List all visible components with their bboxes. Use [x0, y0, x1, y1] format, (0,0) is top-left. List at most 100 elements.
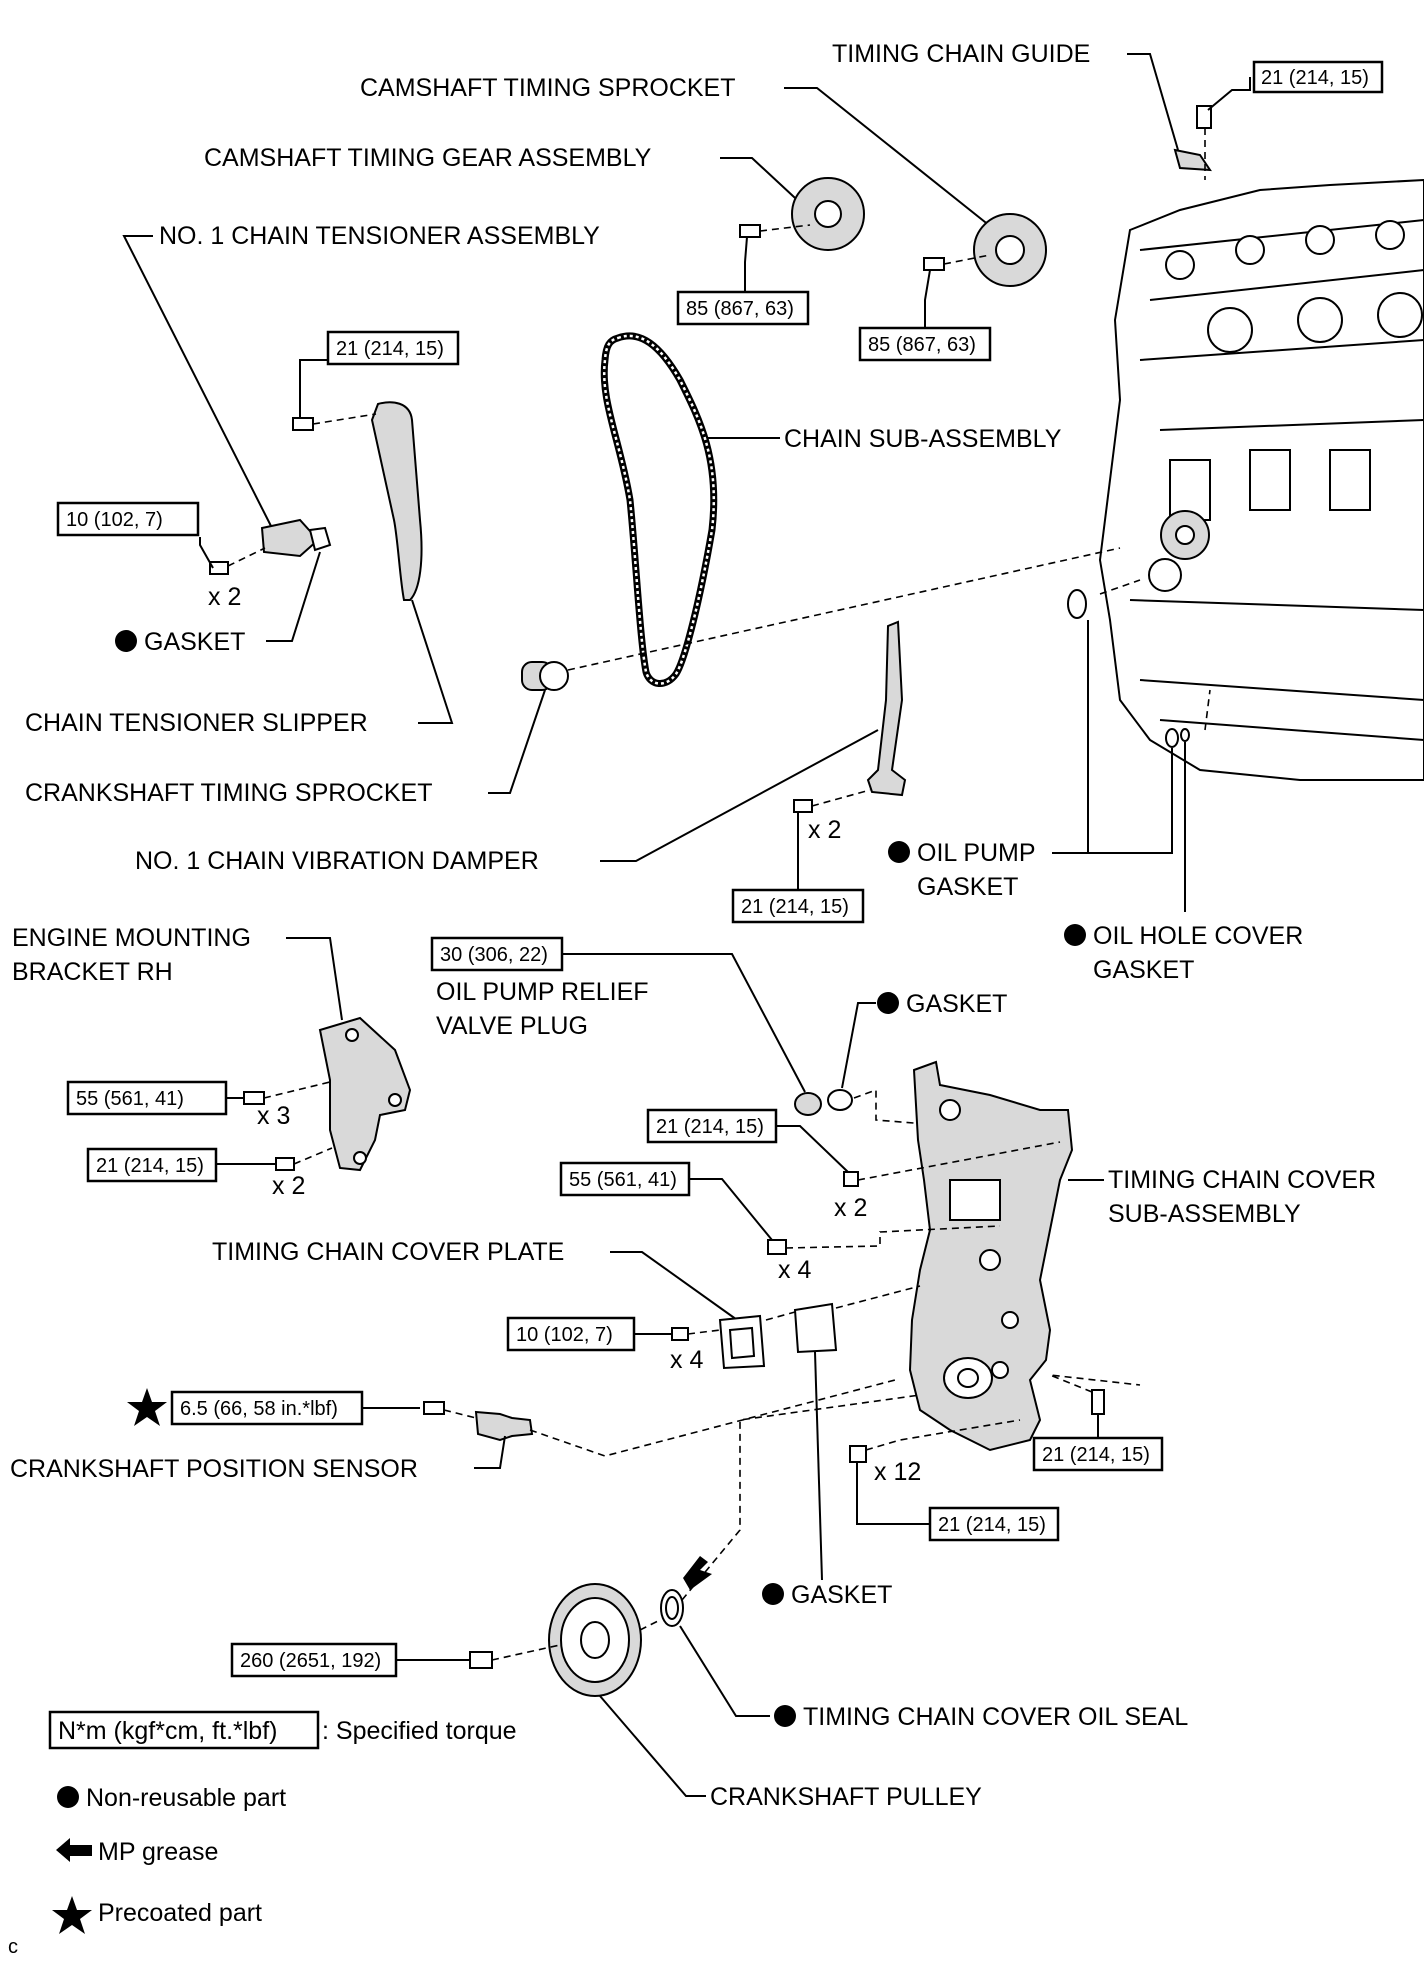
label-timing-chain-cover-oil-seal: TIMING CHAIN COVER OIL SEAL: [803, 1703, 1188, 1731]
torque-box-cover-x12: [928, 1506, 1060, 1542]
torque-gear-assembly: 85 (867, 63): [686, 298, 794, 320]
chain-group: CHAIN SUB-ASSEMBLY: [600, 332, 1062, 687]
chain-sub-assembly: [600, 332, 718, 687]
camshaft-sprocket-group: CAMSHAFT TIMING SPROCKET 85 (867, 63): [360, 74, 1047, 362]
bolt: [423, 1401, 445, 1415]
torque-box-cover-right: [1032, 1436, 1164, 1472]
torque-slipper: 21 (214, 15): [336, 338, 444, 360]
legend-non-reusable: Non-reusable part: [86, 1784, 286, 1812]
sensor-group: 6.5 (66, 58 in.*lbf) CRANKSHAFT POSITION…: [10, 1379, 896, 1483]
label-oil-hole-cover-gasket-2: GASKET: [1093, 956, 1194, 984]
label-crankshaft-pulley: CRANKSHAFT PULLEY: [710, 1783, 982, 1811]
legend-precoated: Precoated part: [98, 1899, 262, 1927]
legend: N*m (kgf*cm, ft.*lbf) : Specified torque…: [8, 1710, 517, 1958]
crank-sprocket-group: CRANKSHAFT TIMING SPROCKET: [25, 547, 1121, 807]
pulley-group: 260 (2651, 192) TIMING CHAIN COVER OIL S…: [230, 1394, 1188, 1811]
torque-box-bracket-lower: [86, 1147, 218, 1183]
non-reusable-marker: [115, 630, 137, 652]
bolt: [923, 257, 945, 271]
bolt: [671, 1327, 689, 1341]
torque-bracket-upper: 55 (561, 41): [76, 1088, 184, 1110]
count-cover-upper: x 2: [834, 1194, 867, 1222]
label-timing-chain-cover-2: SUB-ASSEMBLY: [1108, 1200, 1301, 1228]
corner-mark: c: [8, 1936, 18, 1958]
cover-plate-group: TIMING CHAIN COVER PLATE 10 (102, 7) x 4: [212, 1238, 921, 1374]
gasket-tensioner-part: [308, 526, 332, 552]
label-camshaft-timing-gear-assembly: CAMSHAFT TIMING GEAR ASSEMBLY: [204, 144, 652, 172]
non-reusable-marker: [877, 992, 899, 1014]
tensioner-group: NO. 1 CHAIN TENSIONER ASSEMBLY 10 (102, …: [25, 222, 600, 737]
bolt: [793, 799, 813, 813]
torque-pulley: 260 (2651, 192): [240, 1650, 381, 1672]
label-gasket-plate: GASKET: [791, 1581, 892, 1609]
torque-box-guide: [1252, 60, 1384, 94]
torque-box-relief-plug: [430, 936, 564, 972]
non-reusable-marker: [762, 1583, 784, 1605]
label-timing-chain-guide: TIMING CHAIN GUIDE: [832, 40, 1090, 68]
label-engine-mounting-bracket-1: ENGINE MOUNTING: [12, 924, 251, 952]
torque-cover-x12: 21 (214, 15): [938, 1514, 1046, 1536]
torque-cover-upper: 21 (214, 15): [656, 1116, 764, 1138]
legend-mp-grease: MP grease: [98, 1838, 218, 1866]
bracket-group: ENGINE MOUNTING BRACKET RH 55 (561, 41) …: [12, 924, 412, 1200]
label-gasket-plug: GASKET: [906, 990, 1007, 1018]
torque-bracket-lower: 21 (214, 15): [96, 1155, 204, 1177]
torque-relief-plug: 30 (306, 22): [440, 944, 548, 966]
bolt: [1196, 105, 1212, 129]
torque-guide: 21 (214, 15): [1261, 67, 1369, 89]
label-camshaft-timing-sprocket: CAMSHAFT TIMING SPROCKET: [360, 74, 736, 102]
bolt: [1091, 1389, 1105, 1415]
torque-box-tensioner: [56, 501, 200, 537]
torque-cover-right: 21 (214, 15): [1042, 1444, 1150, 1466]
engine-block: [1098, 178, 1424, 781]
torque-box-damper: [731, 888, 865, 924]
legend-mp-grease-icon: [56, 1838, 92, 1862]
bolt: [843, 1171, 859, 1187]
gasket-plate-part: [793, 1302, 838, 1354]
torque-cover-mid: 55 (561, 41): [569, 1169, 677, 1191]
oil-hole-cover-gasket-b: [1180, 728, 1190, 742]
oil-pump-relief-valve-plug: [794, 1092, 822, 1116]
torque-box-slipper: [326, 330, 460, 366]
label-gasket-tensioner: GASKET: [144, 628, 245, 656]
label-crankshaft-timing-sprocket: CRANKSHAFT TIMING SPROCKET: [25, 779, 432, 807]
non-reusable-marker: [774, 1705, 796, 1727]
count-damper: x 2: [808, 816, 841, 844]
torque-sprocket: 85 (867, 63): [868, 334, 976, 356]
label-crankshaft-position-sensor: CRANKSHAFT POSITION SENSOR: [10, 1455, 418, 1483]
gasket-plug-part: [827, 1089, 853, 1111]
count-plate: x 4: [670, 1346, 703, 1374]
camshaft-gear-group: CAMSHAFT TIMING GEAR ASSEMBLY 85 (867, 6…: [204, 144, 865, 326]
torque-box-plate: [506, 1316, 636, 1352]
torque-box-sprocket: [858, 326, 992, 362]
label-no1-chain-tensioner-assembly: NO. 1 CHAIN TENSIONER ASSEMBLY: [159, 222, 600, 250]
label-relief-valve-plug-1: OIL PUMP RELIEF: [436, 978, 649, 1006]
label-no1-chain-vibration-damper: NO. 1 CHAIN VIBRATION DAMPER: [135, 847, 539, 875]
label-timing-chain-cover-1: TIMING CHAIN COVER: [1108, 1166, 1376, 1194]
chain-tensioner-slipper: [370, 401, 423, 601]
legend-precoated-icon: [52, 1896, 92, 1934]
non-reusable-marker: [888, 841, 910, 863]
no1-chain-vibration-damper: [866, 620, 907, 797]
engine-mounting-bracket-rh: [318, 1016, 412, 1172]
label-oil-pump-gasket-1: OIL PUMP: [917, 839, 1036, 867]
precoated-star: [127, 1388, 167, 1426]
count-tensioner: x 2: [208, 583, 241, 611]
oil-pump-gasket: [1067, 589, 1087, 619]
count-bracket-upper: x 3: [257, 1102, 290, 1130]
crankshaft-position-sensor: [474, 1410, 534, 1442]
torque-plate: 10 (102, 7): [516, 1324, 613, 1346]
torque-box-gear-assembly: [676, 290, 810, 326]
bolt: [275, 1157, 295, 1171]
gasket-plate-label-group: GASKET: [762, 1351, 892, 1609]
bolt: [469, 1651, 493, 1669]
legend-torque-box: [48, 1710, 320, 1750]
cover-group: TIMING CHAIN COVER SUB-ASSEMBLY 21 (214,…: [559, 1060, 1376, 1542]
legend-torque-text: : Specified torque: [322, 1717, 517, 1745]
torque-sensor: 6.5 (66, 58 in.*lbf): [180, 1398, 338, 1420]
relief-plug-group: 30 (306, 22) OIL PUMP RELIEF VALVE PLUG …: [430, 936, 1007, 1125]
mp-grease-arrow: [683, 1556, 712, 1590]
legend-torque-box-text: N*m (kgf*cm, ft.*lbf): [58, 1717, 277, 1745]
